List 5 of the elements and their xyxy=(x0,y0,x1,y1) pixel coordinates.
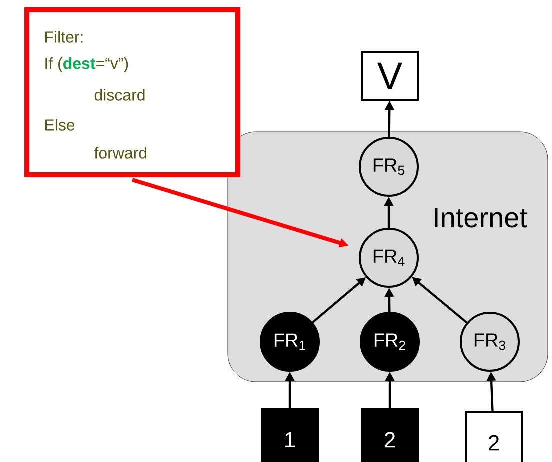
host-box: 2 xyxy=(361,408,419,462)
host-box: 1 xyxy=(261,408,319,462)
host-box: 2 xyxy=(465,411,523,462)
callout-box: Filter: If (dest=“v”) discard Else forward xyxy=(24,8,240,178)
destination-box: V xyxy=(361,51,419,101)
